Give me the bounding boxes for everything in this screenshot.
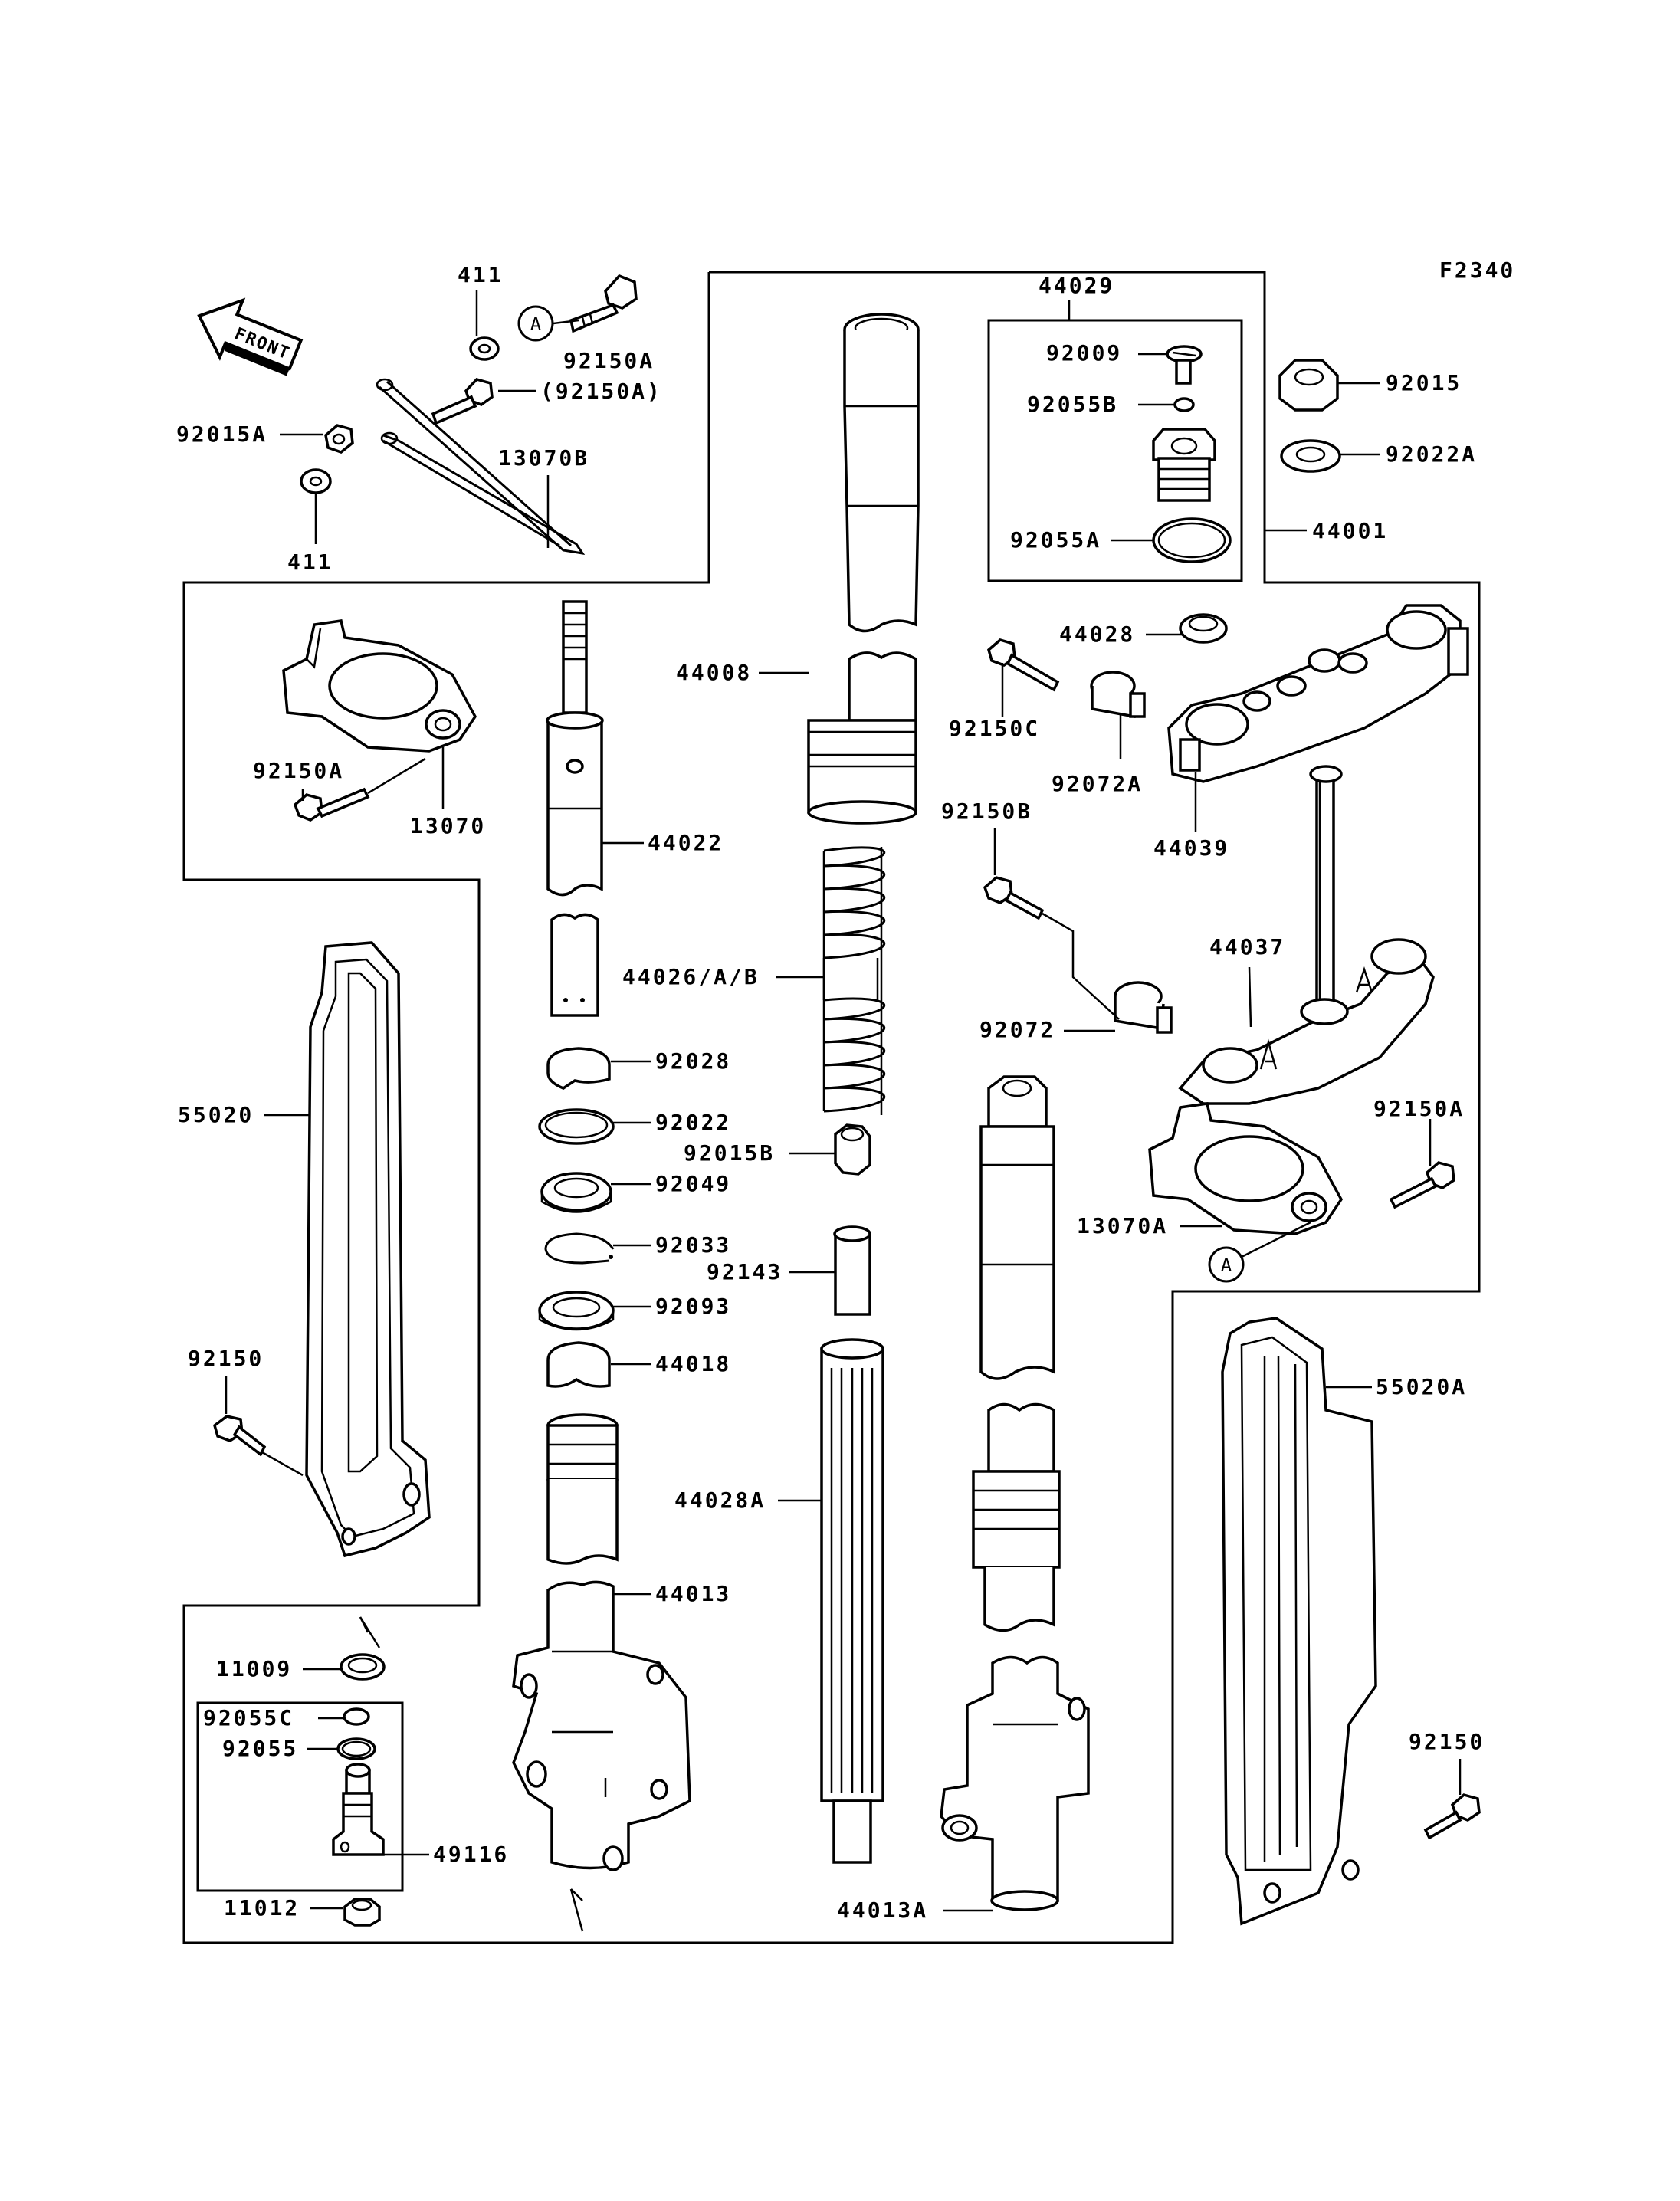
- label-92072: 92072: [979, 1017, 1055, 1042]
- ref-code: F2340: [1439, 257, 1515, 283]
- label-44013A: 44013A: [837, 1898, 928, 1923]
- label-92055B: 92055B: [1027, 392, 1118, 417]
- label-55020: 55020: [178, 1102, 254, 1127]
- bolt-92150A-top: [569, 274, 638, 333]
- label-44022: 44022: [648, 830, 724, 855]
- label-411-top: 411: [458, 262, 504, 287]
- label-92150B: 92150B: [941, 799, 1032, 824]
- marker-a-bottom-label: A: [1221, 1255, 1232, 1276]
- label-92015: 92015: [1386, 370, 1462, 395]
- label-92015B: 92015B: [684, 1140, 775, 1166]
- label-92093: 92093: [655, 1294, 731, 1319]
- label-92055C: 92055C: [203, 1705, 294, 1730]
- label-92022A: 92022A: [1386, 441, 1477, 467]
- label-92009: 92009: [1046, 340, 1122, 366]
- label-44026: 44026/A/B: [622, 964, 760, 989]
- label-49116: 49116: [433, 1842, 509, 1867]
- label-44037: 44037: [1209, 934, 1285, 959]
- label-44029: 44029: [1039, 273, 1114, 298]
- label-92015A: 92015A: [176, 422, 267, 447]
- marker-a-top-label: A: [530, 313, 542, 335]
- label-92022: 92022: [655, 1110, 731, 1135]
- left-fork-stack: [512, 600, 691, 1932]
- label-92150A-top: 92150A: [563, 348, 655, 373]
- bolt-92150A-paren: [431, 378, 494, 425]
- fork-guard-55020: [212, 941, 431, 1558]
- label-92143: 92143: [707, 1259, 783, 1284]
- label-11009: 11009: [216, 1656, 292, 1681]
- label-92150A-paren: (92150A): [540, 379, 662, 404]
- marker-a-top: A: [517, 305, 554, 342]
- frame-outlines: [182, 271, 1481, 1944]
- label-92072A: 92072A: [1052, 771, 1143, 796]
- center-stack: [759, 313, 920, 1864]
- clamp-13070: [282, 619, 477, 822]
- label-92055A: 92055A: [1010, 527, 1101, 553]
- label-55020A: 55020A: [1376, 1374, 1467, 1399]
- label-44013: 44013: [655, 1581, 731, 1606]
- label-92150C: 92150C: [949, 716, 1040, 741]
- label-92028: 92028: [655, 1048, 731, 1074]
- valve-parts: [303, 1616, 429, 1927]
- top-right-parts: [1068, 300, 1380, 563]
- fork-guard-55020A: [1221, 1317, 1481, 1926]
- label-92033: 92033: [655, 1232, 731, 1258]
- label-44028: 44028: [1059, 622, 1135, 647]
- label-44028A: 44028A: [674, 1488, 766, 1513]
- label-44039: 44039: [1153, 835, 1229, 861]
- lower-triple-clamp: [983, 765, 1435, 1105]
- upper-triple-clamp: [987, 604, 1469, 832]
- label-92150-right: 92150: [1409, 1729, 1485, 1754]
- label-92150A-right: 92150A: [1373, 1096, 1465, 1121]
- label-44008: 44008: [676, 660, 752, 685]
- label-92055: 92055: [222, 1736, 298, 1761]
- top-left-assembly: A: [280, 274, 638, 556]
- label-92150-left: 92150: [188, 1346, 264, 1371]
- clamp-13070A: A: [1148, 1102, 1455, 1283]
- label-11012: 11012: [224, 1895, 300, 1921]
- label-13070: 13070: [410, 813, 486, 838]
- label-92049: 92049: [655, 1171, 731, 1196]
- label-13070B: 13070B: [498, 445, 589, 471]
- spring-44026: [822, 846, 886, 1115]
- front-arrow-icon: FRONT: [197, 297, 304, 376]
- right-fork-stack: [940, 1075, 1090, 1912]
- label-44001: 44001: [1312, 518, 1388, 543]
- label-44018: 44018: [655, 1351, 731, 1376]
- label-13070A: 13070A: [1077, 1213, 1168, 1238]
- label-411-bottom: 411: [287, 549, 333, 575]
- part-labels: F2340 411 92150A (92150A) 92015A 13070B …: [176, 257, 1515, 1923]
- label-92150A-left: 92150A: [253, 758, 344, 783]
